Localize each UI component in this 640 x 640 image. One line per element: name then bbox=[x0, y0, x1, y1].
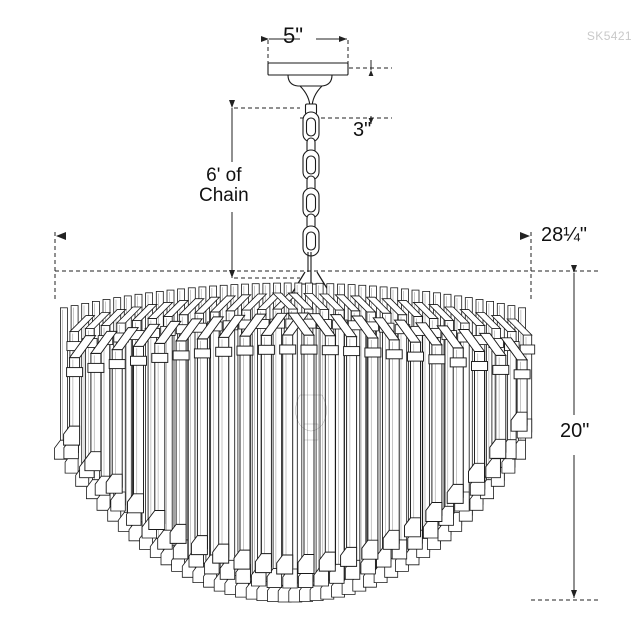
dimension-fixture-height: 20" bbox=[560, 420, 590, 442]
crystal-rod-shade bbox=[54, 282, 536, 603]
dimension-fixture-diameter: 28¼" bbox=[541, 224, 588, 246]
suspension-chain bbox=[282, 111, 340, 310]
chain-label-line2: Chain bbox=[199, 184, 249, 206]
product-code: SK5421 bbox=[586, 29, 632, 43]
dimension-canopy-drop: 3" bbox=[353, 119, 372, 141]
dimension-lines bbox=[54, 36, 600, 601]
ceiling-canopy bbox=[267, 62, 349, 115]
chain-label-line1: 6' of bbox=[206, 165, 242, 186]
dimension-canopy-width: 5" bbox=[283, 23, 304, 48]
